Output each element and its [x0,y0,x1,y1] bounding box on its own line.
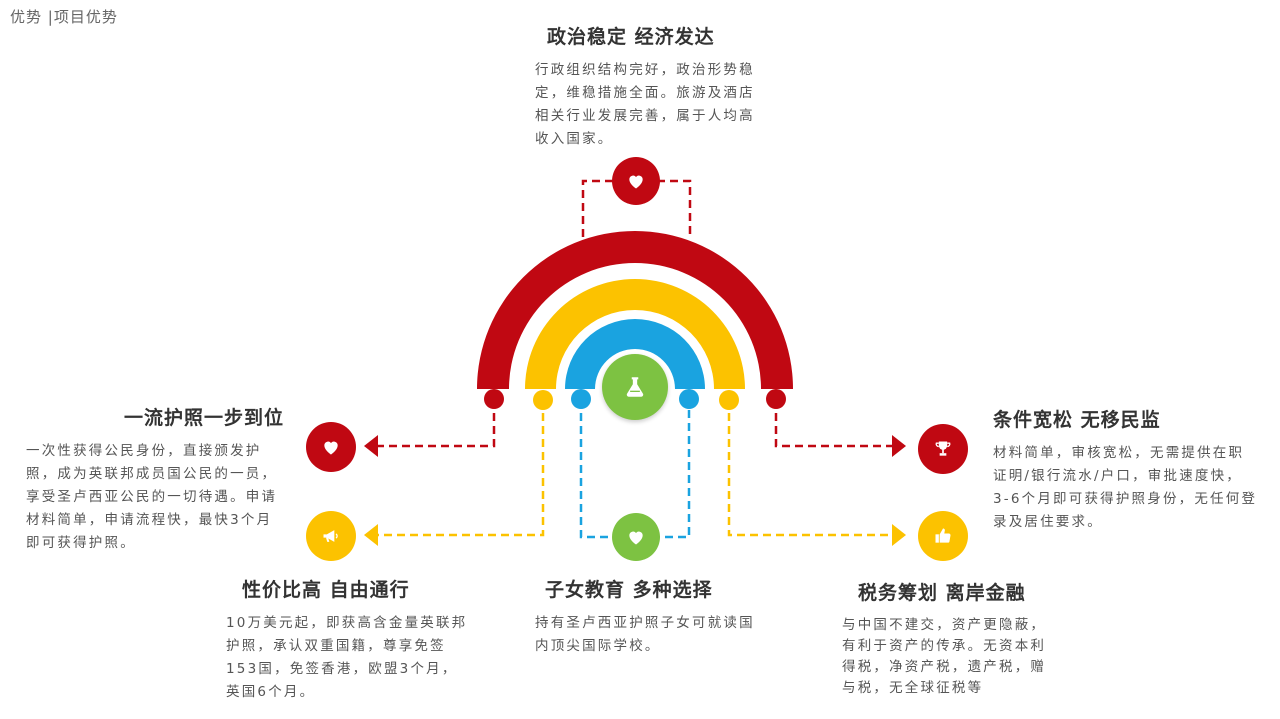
section-title: 条件宽松 无移民监 [993,409,1161,431]
yellow-dot-left [533,390,553,410]
blue-connector [579,400,691,539]
flask-icon [602,354,668,420]
section-desc: 持有圣卢西亚护照子女可就读国内顶尖国际学校。 [535,615,755,654]
section-center-bottom: 子女教育 多种选择 持有圣卢西亚护照子女可就读国内顶尖国际学校。 [535,575,760,658]
section-top: 政治稳定 经济发达 行政组织结构完好，政治形势稳定，维稳措施全面。旅游及酒店相关… [535,22,765,151]
blue-dot-right [679,389,699,409]
section-desc: 10万美元起，即获高含金量英联邦护照，承认双重国籍，尊享免签153国，免签香港，… [226,615,468,700]
section-title: 子女教育 多种选择 [545,579,713,601]
yellow-dot-right [719,390,739,410]
right-yellow-connector [727,400,892,537]
left-red-connector [378,400,496,448]
heart-icon [306,422,356,472]
section-left-top: 一流护照一步到位 一次性获得公民身份，直接颁发护照，成为英联邦成员国公民的一员，… [26,403,284,555]
red-dot-right [766,389,786,409]
left-yellow-connector [378,400,545,537]
megaphone-icon [306,511,356,561]
section-desc: 行政组织结构完好，政治形势稳定，维稳措施全面。旅游及酒店相关行业发展完善，属于人… [535,62,755,147]
section-title: 税务筹划 离岸金融 [858,582,1026,604]
heart-icon [612,157,660,205]
section-left-bottom: 性价比高 自由通行 10万美元起，即获高含金量英联邦护照，承认双重国籍，尊享免签… [226,575,468,704]
page-label: 优势 |项目优势 [10,8,118,26]
section-desc: 材料简单，审核宽松，无需提供在职证明/银行流水/户口，审批速度快，3-6个月即可… [993,445,1258,530]
section-right-top: 条件宽松 无移民监 材料简单，审核宽松，无需提供在职证明/银行流水/户口，审批速… [993,405,1258,534]
trophy-icon [918,424,968,474]
heart-icon [612,513,660,561]
section-title: 政治稳定 经济发达 [547,26,715,48]
blue-dot-left [571,389,591,409]
red-dot-left [484,389,504,409]
right-red-connector [774,400,892,448]
section-title: 性价比高 自由通行 [242,579,410,601]
section-title: 一流护照一步到位 [123,407,284,429]
yellow-arc [525,279,745,389]
left-yellow-arrow [364,524,378,546]
left-red-arrow [364,435,378,457]
right-red-arrow [892,435,906,457]
red-arc [477,231,793,389]
section-desc: 一次性获得公民身份，直接颁发护照，成为英联邦成员国公民的一员，享受圣卢西亚公民的… [26,443,278,551]
thumbs-up-icon [918,511,968,561]
blue-arc [565,319,705,389]
section-right-bottom: 税务筹划 离岸金融 与中国不建交，资产更隐蔽，有利于资产的传承。无资本利得税，净… [842,578,1057,699]
right-yellow-arrow [892,524,906,546]
section-desc: 与中国不建交，资产更隐蔽，有利于资产的传承。无资本利得税，净资产税，遗产税，赠与… [842,617,1047,696]
